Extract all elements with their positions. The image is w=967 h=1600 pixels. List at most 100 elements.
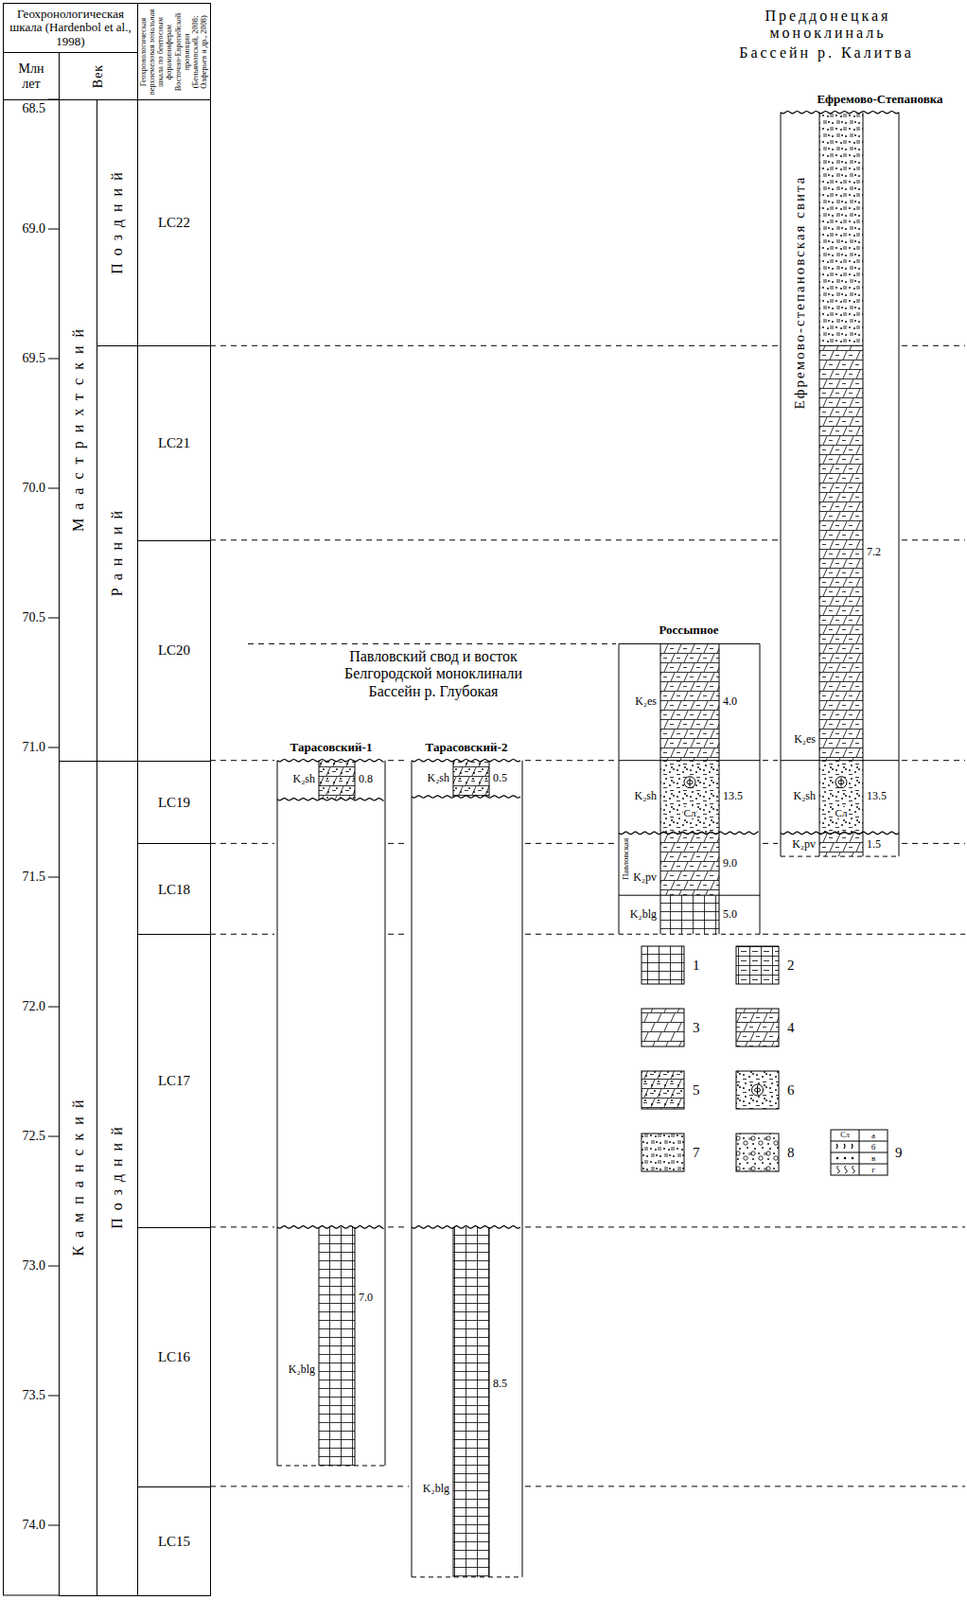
comma-mark	[836, 1143, 838, 1149]
lithology-fill	[819, 345, 863, 760]
symbol-ring	[752, 1084, 764, 1096]
section-title: Тарасовский-2	[425, 740, 509, 755]
thickness-value: 0.8	[358, 773, 373, 787]
section-border	[277, 760, 279, 1466]
legend-symbol-text: Сл	[840, 1131, 849, 1140]
section-bottom	[780, 856, 899, 858]
symbol-stem	[841, 777, 843, 788]
formation-layer: K₂shСл13.5	[618, 760, 760, 834]
region-title: Павловский свод и восток Белгородской мо…	[315, 648, 552, 684]
zone-boundary-dash	[762, 843, 778, 844]
lithology-fill	[318, 1227, 355, 1466]
formation-layer: ПавловскаяK₂pv9.0	[618, 832, 760, 896]
zone-cell: LC17	[137, 933, 211, 1229]
axis-value: 72.0	[3, 999, 46, 1015]
axis-tick	[48, 1265, 59, 1267]
lithology-edge	[660, 643, 662, 760]
zone-boundary-dash	[525, 1226, 966, 1228]
lithology-edge	[453, 1227, 455, 1578]
legend-number: 8	[787, 1145, 795, 1161]
lithology-fill	[660, 760, 720, 834]
formation-index: K₂es	[793, 733, 816, 746]
lithology-fill	[660, 895, 720, 934]
axis-tick	[48, 1395, 59, 1397]
zonal-scale-header: Геохронологическая верхнемеловая зональн…	[137, 2, 211, 101]
section-border	[411, 760, 413, 1578]
layer-boundary	[819, 345, 863, 347]
legend-letter: б	[871, 1142, 877, 1152]
legend-table	[830, 1129, 888, 1176]
zone-cell-text: LC20	[158, 642, 191, 659]
axis-tick	[48, 1136, 59, 1138]
unconformity-line	[411, 795, 521, 798]
lithology-edge	[660, 895, 662, 934]
formation-layer: K₂shСл 13.5	[780, 760, 899, 834]
thickness-value: 0.5	[492, 772, 508, 785]
symbol-stem	[689, 777, 691, 788]
zone-cell: LC15	[137, 1486, 211, 1597]
section-bottom	[618, 933, 760, 935]
legend-swatch	[641, 1071, 685, 1109]
age-header: Млн лет	[2, 52, 60, 101]
scale-header: Геохронологическая шкала (Hardenbol et a…	[2, 2, 139, 53]
formation-index: K₂sh	[792, 790, 816, 803]
formation-layer: K₂blg8.5	[411, 1227, 523, 1578]
thickness-value: 8.5	[492, 1378, 508, 1391]
legend-swatch	[641, 1133, 685, 1172]
phosphorite-symbol	[835, 776, 847, 789]
axis-value: 71.5	[3, 869, 46, 885]
unconformity-line	[277, 1226, 385, 1230]
section-column: K₂es4.0K₂shСл13.5ПавловскаяK₂pv9.0K₂blg5…	[618, 643, 760, 934]
zone-boundary-dash	[387, 843, 409, 844]
formation-index: K₂pv	[791, 838, 816, 851]
lithology-symbol-text: Сл	[834, 807, 849, 819]
zone-boundary-dash	[210, 1226, 275, 1228]
stage-header: Век	[58, 52, 139, 101]
lithology-fill	[819, 112, 863, 347]
lithology-edge	[862, 345, 864, 760]
legend-letter: а	[871, 1131, 876, 1141]
section-border	[618, 643, 620, 934]
zone-cell-text: LC21	[158, 435, 191, 452]
formation-name: Павловская	[621, 838, 632, 880]
stage-cell: Кампанский	[58, 760, 98, 1597]
zone-cell: LC22	[137, 99, 211, 347]
section-title: Ефремово-Степановка	[816, 92, 943, 106]
substage-cell: Ранний	[96, 345, 139, 761]
zone-boundary-dash	[210, 1485, 409, 1487]
layer-boundary	[618, 895, 760, 897]
legend-letter: г	[871, 1165, 876, 1175]
unconformity-line	[780, 831, 899, 834]
legend-table-line	[830, 1152, 888, 1154]
formation-layer: K₂blg5.0	[618, 895, 760, 934]
section-bottom	[411, 1576, 523, 1578]
wave-mark	[852, 1165, 856, 1174]
thickness-value: 9.0	[722, 858, 738, 871]
axis-value: 74.0	[3, 1517, 46, 1533]
legend-swatch	[736, 946, 779, 985]
formation-layer: K₂sh 0.8	[277, 760, 386, 800]
lithology-edge	[660, 760, 662, 834]
zone-cell-text: LC22	[158, 214, 191, 231]
axis-value: 72.5	[3, 1128, 46, 1144]
legend-number: 7	[692, 1145, 701, 1161]
substage-cell-text: Поздний	[108, 164, 126, 282]
axis-value: 73.0	[3, 1258, 46, 1274]
phosphorite-symbol	[752, 1084, 764, 1096]
lithology-edge	[819, 760, 821, 834]
lithology-fill	[453, 1227, 490, 1578]
section-border	[385, 760, 387, 1466]
formation-index: K₂sh	[292, 773, 316, 787]
unconformity-line	[411, 1226, 521, 1229]
legend-number: 1	[692, 958, 701, 973]
legend-number: 9	[895, 1145, 903, 1161]
lithology-edge	[660, 832, 662, 896]
substage-cell-text: Поздний	[108, 1120, 126, 1237]
thickness-value: 13.5	[866, 790, 887, 803]
symbol-stem	[756, 1085, 758, 1095]
legend-table-line	[830, 1141, 888, 1143]
axis-tick	[48, 358, 59, 360]
lithology-edge	[354, 1227, 356, 1466]
symbol-ring	[684, 776, 696, 789]
